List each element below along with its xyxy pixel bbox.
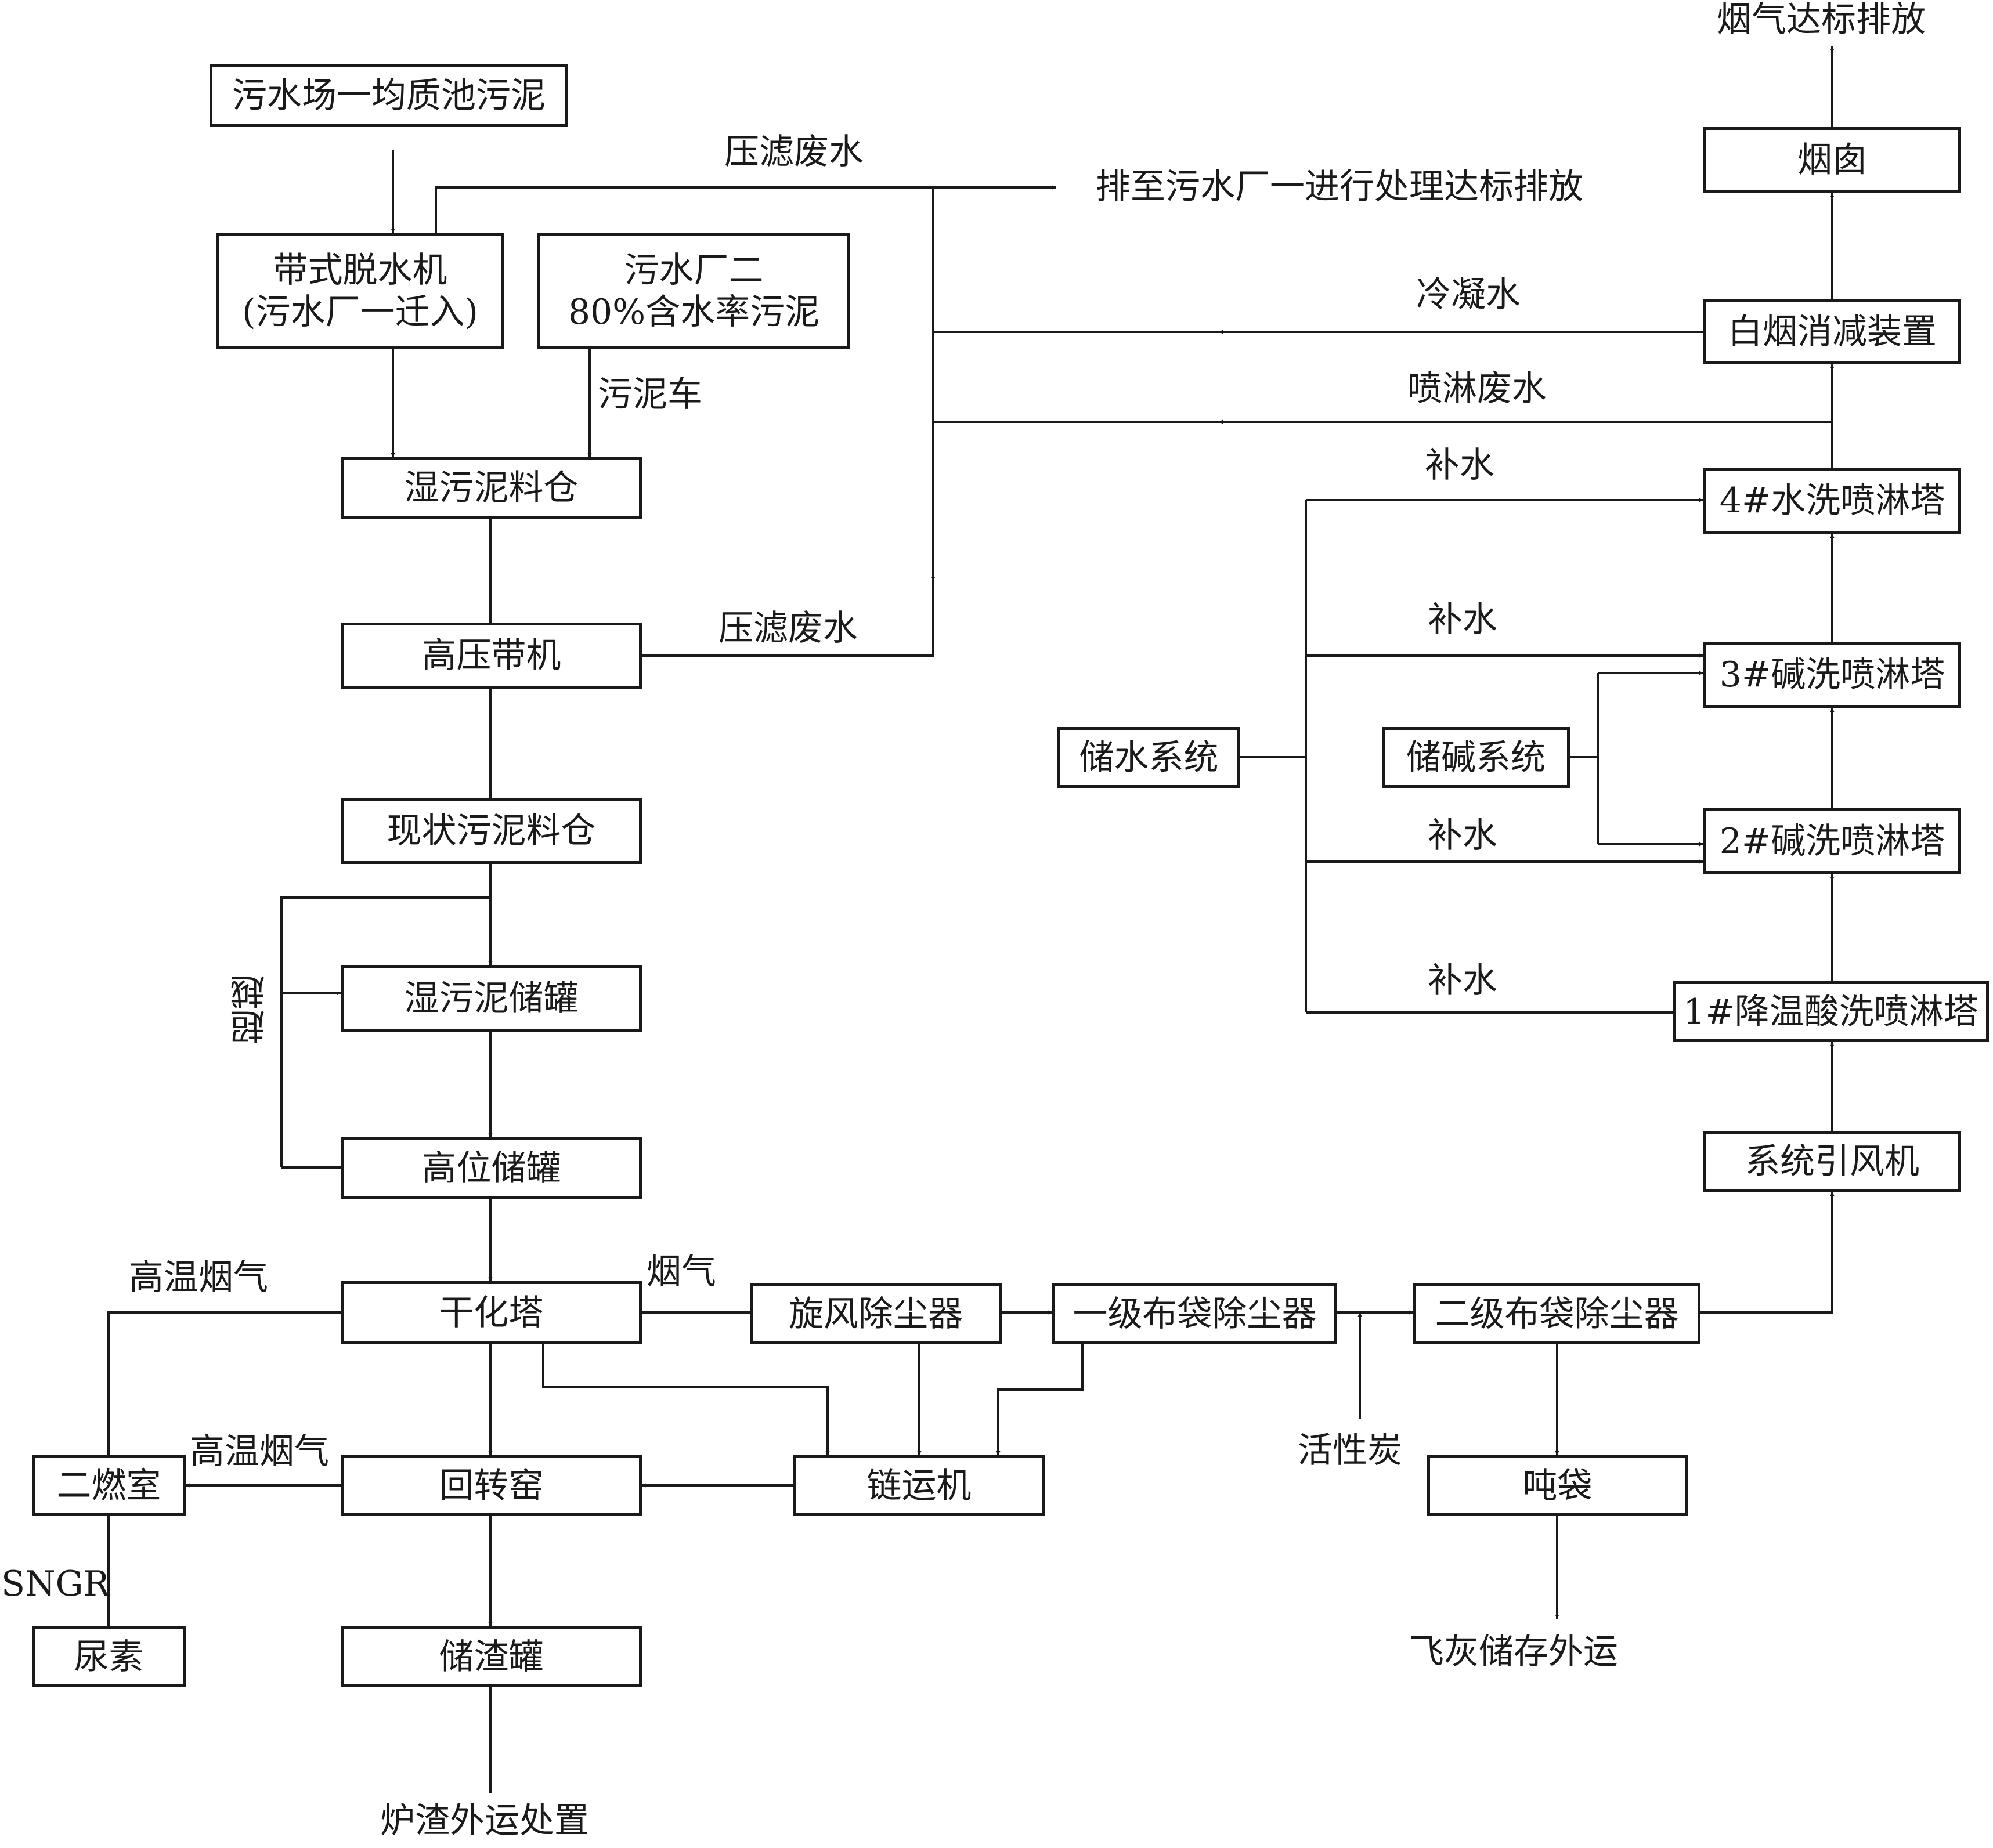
box-label: 尿素	[74, 1636, 144, 1677]
box-label: 回转窑	[439, 1465, 544, 1506]
box-wet-tank: 湿污泥储罐	[341, 965, 642, 1032]
label-filtrate-mid: 压滤废水	[719, 608, 858, 649]
box-label: 链运机	[866, 1465, 972, 1506]
box-label: 系统引风机	[1745, 1141, 1919, 1182]
box-tower-2: 2#碱洗喷淋塔	[1703, 808, 1961, 874]
box-chain-conveyor: 链运机	[793, 1455, 1045, 1516]
label-flyash-out: 飞灰储存外运	[1409, 1632, 1618, 1672]
arrow-bag1-to-chain	[996, 1344, 1084, 1455]
box-label: 二燃室	[56, 1465, 161, 1506]
box-label: 储水系统	[1079, 737, 1219, 778]
label-hot-gas-mid: 高温烟气	[190, 1431, 329, 1472]
label-sngr: SNGR	[1, 1564, 110, 1604]
label-discharge: 排至污水厂一进行处理达标排放	[1096, 167, 1583, 207]
label-spray-waste: 喷淋废水	[1407, 368, 1547, 409]
arrow-bag2-to-fan	[1700, 1192, 1835, 1314]
box-label: 3#碱洗喷淋塔	[1719, 654, 1945, 695]
label-bypass: 超越	[230, 975, 271, 1044]
box-label: 带式脱水机	[273, 249, 447, 291]
box-current-silo: 现状污泥料仓	[341, 798, 642, 864]
label-makeup-2: 补水	[1428, 815, 1497, 856]
box-ton-bag: 吨袋	[1427, 1455, 1688, 1516]
box-cyclone: 旋风除尘器	[750, 1283, 1002, 1344]
box-slag-tank: 储渣罐	[341, 1626, 642, 1687]
box-water-storage: 储水系统	[1057, 727, 1240, 788]
box-label: 干化塔	[439, 1292, 544, 1333]
box-tower-3: 3#碱洗喷淋塔	[1703, 642, 1961, 708]
label-stack-out: 烟气达标排放	[1717, 0, 1926, 40]
box-label: 4#水洗喷淋塔	[1719, 480, 1945, 521]
box-wet-silo: 湿污泥料仓	[341, 457, 642, 519]
box-chimney: 烟囱	[1703, 127, 1961, 193]
box-bag-filter-2: 二级布袋除尘器	[1413, 1283, 1700, 1344]
box-tower-1: 1#降温酸洗喷淋塔	[1673, 981, 1989, 1042]
box-label: 污水场一均质池污泥	[232, 75, 546, 116]
label-makeup-1: 补水	[1428, 960, 1497, 1001]
box-label: 吨袋	[1522, 1465, 1593, 1506]
box-tower-4: 4#水洗喷淋塔	[1703, 468, 1961, 534]
box-secondary-chamber: 二燃室	[32, 1455, 186, 1516]
label-activated-carbon: 活性炭	[1298, 1430, 1402, 1471]
box-label: 二级布袋除尘器	[1435, 1293, 1679, 1335]
label-condensate: 冷凝水	[1416, 274, 1521, 315]
box-dry-tower: 干化塔	[341, 1281, 642, 1344]
box-id-fan: 系统引风机	[1703, 1131, 1961, 1192]
line-bypass	[280, 896, 490, 1167]
box-sublabel: (污水厂一迁入)	[242, 291, 478, 332]
box-label: 一级布袋除尘器	[1073, 1293, 1317, 1335]
box-label: 储碱系统	[1406, 737, 1546, 778]
box-high-tank: 高位储罐	[341, 1137, 642, 1199]
box-rotary-kiln: 回转窑	[341, 1455, 642, 1516]
box-source-sludge: 污水场一均质池污泥	[210, 64, 568, 127]
arrow-chamber-to-dry-tower	[107, 1310, 341, 1455]
box-belt-dewaterer: 带式脱水机 (污水厂一迁入)	[216, 233, 504, 349]
box-label: 湿污泥储罐	[404, 978, 579, 1019]
box-label: 高压带机	[421, 635, 561, 676]
box-hp-belt: 高压带机	[341, 623, 642, 689]
arrow-dry-to-chain	[542, 1344, 830, 1455]
box-label: 2#碱洗喷淋塔	[1719, 821, 1945, 862]
box-label: 储渣罐	[439, 1636, 544, 1677]
box-label: 湿污泥料仓	[404, 468, 579, 508]
label-flue-gas: 烟气	[647, 1252, 716, 1292]
box-label: 白烟消减装置	[1728, 311, 1937, 352]
box-sublabel: 80%含水率污泥	[568, 291, 820, 332]
box-plant2-sludge: 污水厂二 80%含水率污泥	[537, 233, 850, 349]
label-sludge-truck: 污泥车	[598, 374, 702, 415]
box-bag-filter-1: 一级布袋除尘器	[1052, 1283, 1337, 1344]
box-urea: 尿素	[32, 1626, 186, 1687]
box-alkali-storage: 储碱系统	[1382, 727, 1570, 788]
box-label: 高位储罐	[421, 1148, 561, 1189]
box-label: 旋风除尘器	[789, 1293, 963, 1335]
line-filtrate-top	[435, 186, 933, 233]
box-plume-reducer: 白烟消减装置	[1703, 299, 1961, 364]
box-label: 现状污泥料仓	[387, 811, 596, 851]
box-label: 污水厂二	[624, 249, 764, 291]
box-label: 烟囱	[1797, 140, 1867, 180]
label-slag-out: 炉渣外运处置	[380, 1800, 589, 1841]
label-hot-gas-top: 高温烟气	[129, 1257, 268, 1298]
box-label: 1#降温酸洗喷淋塔	[1683, 991, 1978, 1032]
label-makeup-4: 补水	[1425, 445, 1494, 486]
label-makeup-3: 补水	[1428, 599, 1497, 640]
label-filtrate-top: 压滤废水	[724, 132, 864, 172]
